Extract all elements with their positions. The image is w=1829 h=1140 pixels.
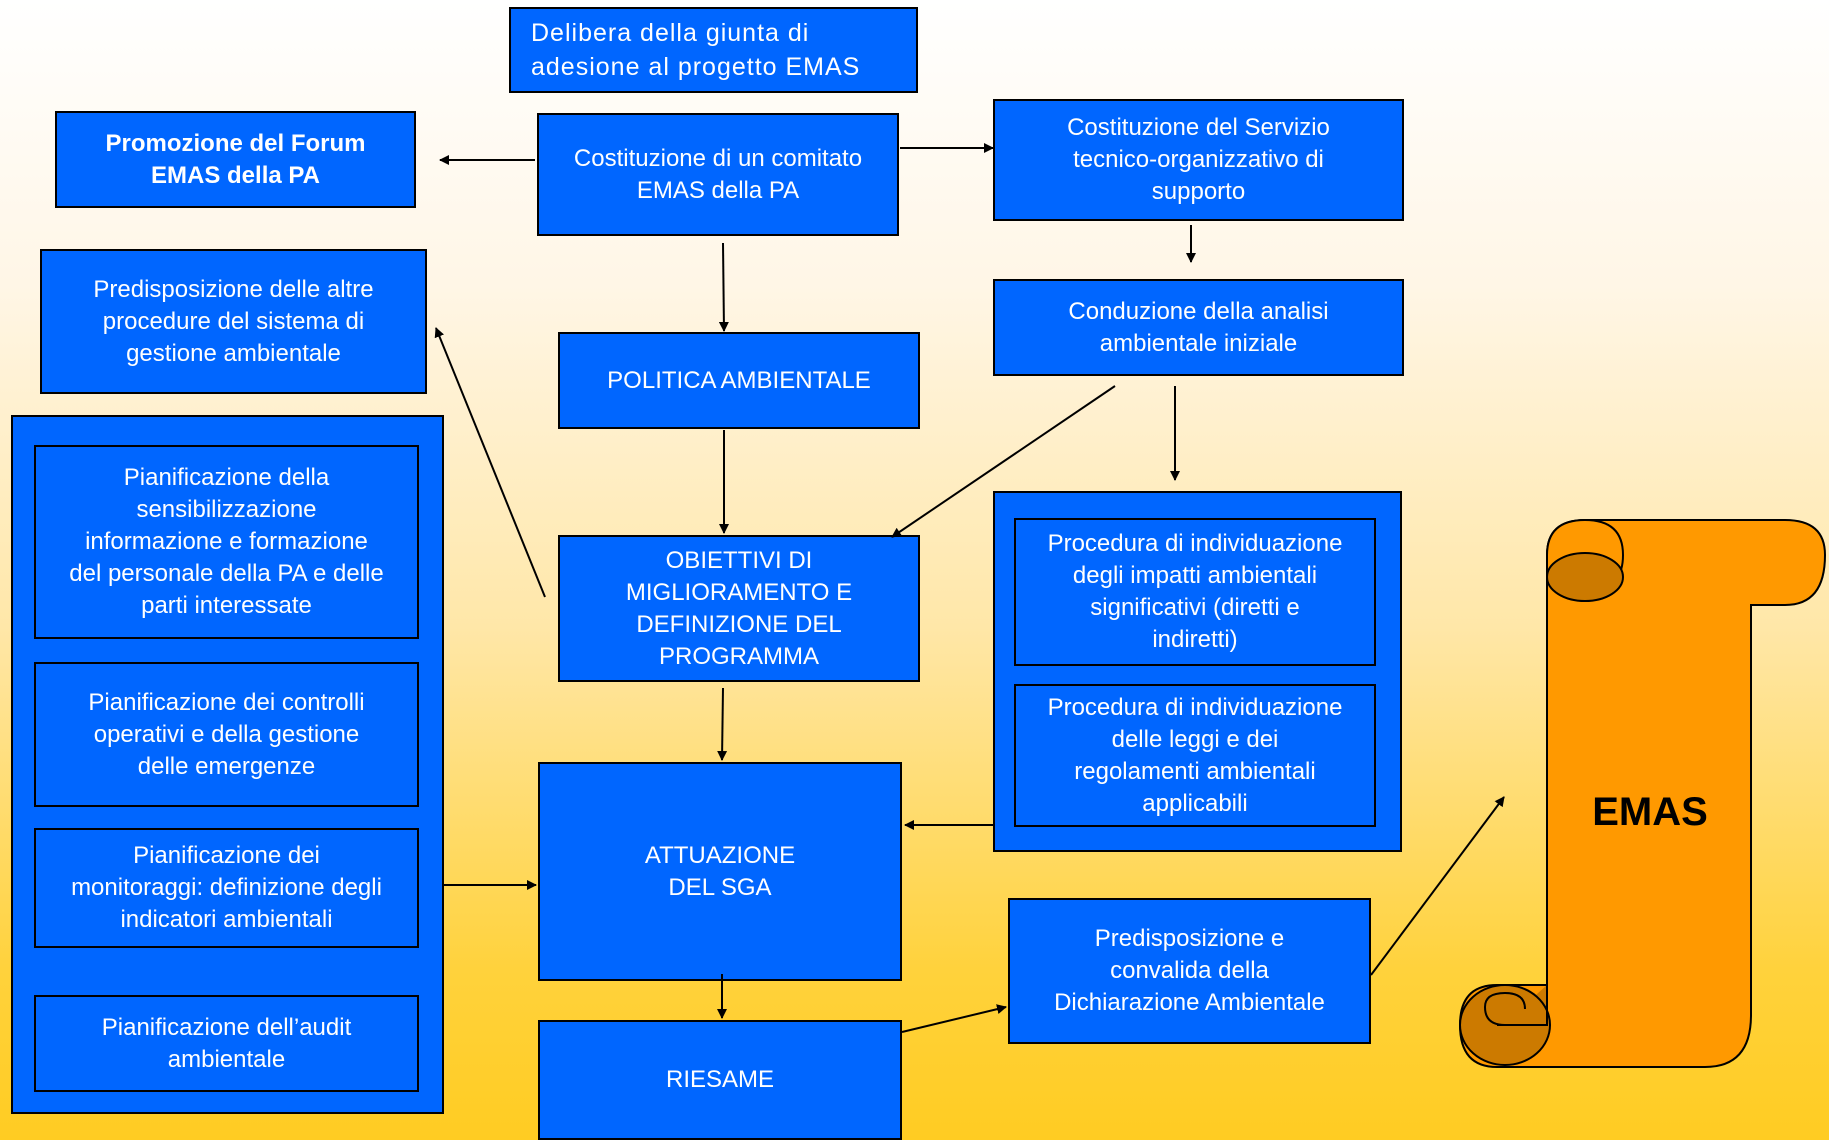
attuazione-text: ATTUAZIONE DEL SGA bbox=[644, 841, 796, 901]
promozione-text: Promozione del Forum EMAS della PA bbox=[105, 129, 366, 189]
servizio-text: Costituzione del Servizio tecnico-organi… bbox=[1067, 114, 1330, 205]
analisi-text: Conduzione della analisi ambientale iniz… bbox=[1068, 297, 1329, 357]
proc-impatti-box: Procedura di individuazione degli impatt… bbox=[1014, 518, 1376, 666]
arrow-analisi-obiettivi bbox=[891, 385, 1116, 538]
politica-box: POLITICA AMBIENTALE bbox=[558, 332, 920, 429]
analisi-box: Conduzione della analisi ambientale iniz… bbox=[993, 279, 1404, 376]
arrow-riesame-dichiarazione bbox=[901, 1004, 1007, 1033]
dichiarazione-box: Predisposizione e convalida della Dichia… bbox=[1008, 898, 1371, 1044]
promozione-box: Promozione del Forum EMAS della PA bbox=[55, 111, 416, 208]
proc-impatti-text: Procedura di individuazione degli impatt… bbox=[1047, 530, 1343, 653]
delibera-box: Delibera della giunta di adesione al pro… bbox=[509, 7, 918, 93]
arrow-obiettivi-attuazione bbox=[717, 687, 728, 761]
pian-controlli-text: Pianificazione dei controlli operativi e… bbox=[88, 688, 365, 780]
proc-leggi-box: Procedura di individuazione delle leggi … bbox=[1014, 684, 1376, 827]
emas-scroll bbox=[1458, 518, 1827, 1068]
pian-monitoraggi-text: Pianificazione dei monitoraggi: definizi… bbox=[71, 842, 382, 933]
pian-sensibilizzazione-text: Pianificazione della sensibilizzazione i… bbox=[69, 464, 384, 619]
pian-audit-box: Pianificazione dell’audit ambientale bbox=[34, 995, 419, 1092]
proc-leggi-text: Procedura di individuazione delle leggi … bbox=[1047, 693, 1343, 817]
obiettivi-text: OBIETTIVI DI MIGLIORAMENTO E DEFINIZIONE… bbox=[625, 546, 853, 670]
arrow-comitato-politica bbox=[718, 242, 729, 332]
pian-audit-text: Pianificazione dell’audit ambientale bbox=[101, 1013, 352, 1073]
servizio-box: Costituzione del Servizio tecnico-organi… bbox=[993, 99, 1404, 221]
pian-controlli-box: Pianificazione dei controlli operativi e… bbox=[34, 662, 419, 807]
arrow-dichiarazione-emas bbox=[1370, 796, 1505, 976]
pian-sensibilizzazione-box: Pianificazione della sensibilizzazione i… bbox=[34, 445, 419, 639]
predisposizione-procedure-text: Predisposizione delle altre procedure de… bbox=[93, 275, 374, 367]
politica-text: POLITICA AMBIENTALE bbox=[607, 366, 871, 394]
pian-monitoraggi-box: Pianificazione dei monitoraggi: definizi… bbox=[34, 828, 419, 948]
dichiarazione-text: Predisposizione e convalida della Dichia… bbox=[1054, 925, 1325, 1016]
arrow-obiettivi-procedure bbox=[434, 327, 546, 598]
riesame-text: RIESAME bbox=[665, 1066, 775, 1093]
riesame-box: RIESAME bbox=[538, 1020, 902, 1140]
emas-label: EMAS bbox=[1592, 790, 1708, 834]
predisposizione-procedure-box: Predisposizione delle altre procedure de… bbox=[40, 249, 427, 394]
attuazione-box: ATTUAZIONE DEL SGA bbox=[538, 762, 902, 981]
comitato-text: Costituzione di un comitato EMAS della P… bbox=[573, 144, 863, 204]
obiettivi-box: OBIETTIVI DI MIGLIORAMENTO E DEFINIZIONE… bbox=[558, 535, 920, 682]
delibera-text: Delibera della giunta di adesione al pro… bbox=[531, 19, 861, 81]
comitato-box: Costituzione di un comitato EMAS della P… bbox=[537, 113, 899, 236]
